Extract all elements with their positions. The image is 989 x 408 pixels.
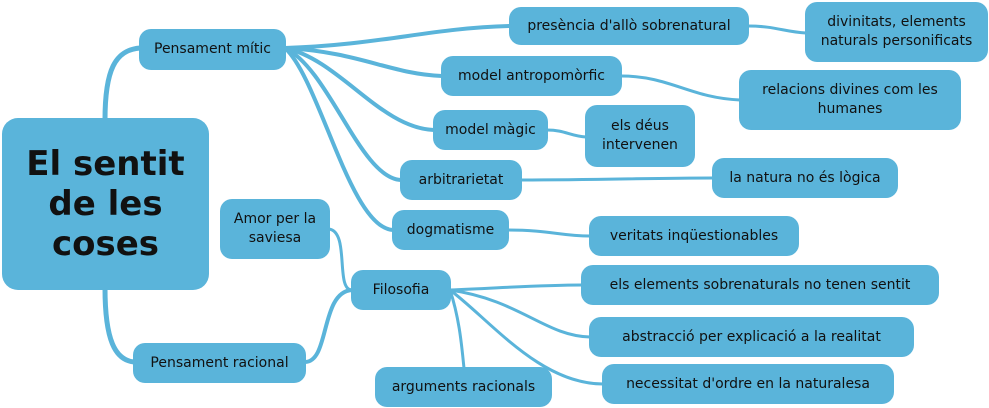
link-arbitrarietat-natura (519, 176, 715, 182)
node-natura[interactable]: la natura no és lògica (712, 158, 898, 198)
node-label: model màgic (445, 121, 536, 138)
node-label: abstracció per explicació a la realitat (622, 328, 881, 345)
node-label: Pensament racional (150, 354, 289, 371)
link-magic-deus (545, 128, 588, 139)
node-deus[interactable]: els déus intervenen (585, 105, 695, 167)
link-dogmatisme-veritats (506, 228, 592, 238)
node-arguments[interactable]: arguments racionals (375, 367, 552, 407)
link-antropomorfic-relacions (619, 74, 742, 102)
node-label: Amor per la saviesa (233, 211, 317, 246)
node-label: Filosofia (372, 281, 430, 298)
node-antropomorfic[interactable]: model antropomòrfic (441, 56, 622, 96)
node-elements[interactable]: els elements sobrenaturals no tenen sent… (581, 265, 939, 305)
node-pensament-mitic[interactable]: Pensament mític (139, 29, 286, 70)
node-label: dogmatisme (406, 221, 495, 238)
node-presencia[interactable]: presència d'allò sobrenatural (509, 7, 749, 45)
node-label: Pensament mític (154, 41, 271, 57)
link-mitic-magic (283, 46, 436, 132)
node-label: arbitrarietat (418, 171, 504, 188)
link-mitic-dogmatisme (283, 46, 395, 232)
node-label: els déus intervenen (602, 118, 678, 153)
node-label: veritats inqüestionables (609, 227, 779, 244)
link-mitic-antropomorfic (283, 46, 444, 78)
link-mitic-arbitrarietat (283, 46, 403, 182)
link-mitic-presencia (283, 24, 512, 50)
link-filosofia-necessitat (448, 288, 605, 386)
node-amor[interactable]: Amor per la saviesa (220, 199, 330, 259)
node-label: presència d'allò sobrenatural (527, 17, 731, 34)
node-label: divinitats, elements naturals personific… (820, 14, 973, 49)
link-filosofia-abstraccio (448, 288, 592, 339)
node-filosofia[interactable]: Filosofia (351, 270, 451, 310)
node-dogmatisme[interactable]: dogmatisme (392, 210, 509, 250)
node-relacions[interactable]: relacions divines com les humanes (739, 70, 961, 130)
node-necessitat[interactable]: necessitat d'ordre en la naturalesa (602, 364, 894, 404)
node-magic[interactable]: model màgic (433, 110, 548, 150)
link-presencia-divinitats (746, 24, 808, 35)
node-label: els elements sobrenaturals no tenen sent… (609, 276, 911, 293)
link-filosofia-arguments (448, 288, 466, 370)
root-node[interactable]: El sentit de les coses (2, 118, 209, 290)
node-label: relacions divines com les humanes (762, 82, 938, 117)
node-veritats[interactable]: veritats inqüestionables (589, 216, 799, 256)
node-label: model antropomòrfic (458, 67, 605, 84)
node-label: la natura no és lògica (729, 169, 881, 186)
node-divinitats[interactable]: divinitats, elements naturals personific… (805, 2, 988, 62)
node-label: necessitat d'ordre en la naturalesa (626, 375, 870, 392)
node-pensament-racional[interactable]: Pensament racional (133, 343, 306, 383)
root-label: El sentit de les coses (26, 144, 185, 264)
link-amor-filosofia (327, 227, 354, 292)
node-abstraccio[interactable]: abstracció per explicació a la realitat (589, 317, 914, 357)
link-root-mitic (102, 45, 143, 123)
link-filosofia-elements (448, 283, 584, 292)
node-label: arguments racionals (391, 378, 536, 395)
link-root-racional (102, 285, 137, 365)
node-arbitrarietat[interactable]: arbitrarietat (400, 160, 522, 200)
link-racional-filosofia (303, 288, 354, 364)
